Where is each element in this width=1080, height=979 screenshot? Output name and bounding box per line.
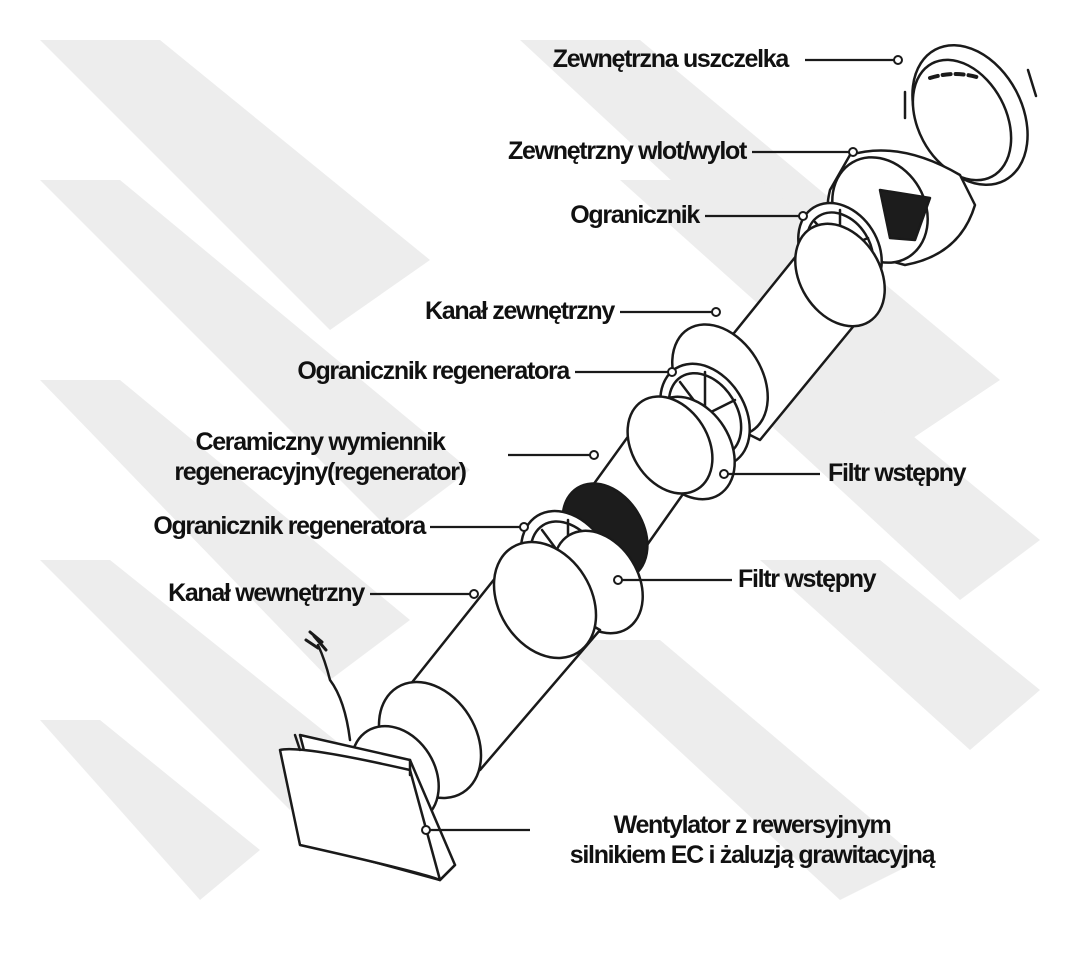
external-seal-part [903, 44, 1038, 186]
label-fan: Wentylator z rewersyjnym silnikiem EC i … [532, 810, 972, 870]
label-external-inlet-outlet: Zewnętrzny wlot/wylot [508, 137, 747, 165]
ceramic-regenerator-part [561, 395, 714, 582]
label-fan-line1: Wentylator z rewersyjnym [613, 811, 892, 839]
label-ceramic-exchanger: Ceramiczny wymiennik regeneracyjny(regen… [140, 427, 500, 487]
label-internal-duct: Kanał wewnętrzny [168, 579, 365, 607]
fan-housing-part [278, 724, 457, 882]
leader-dots [421, 55, 903, 835]
label-external-duct: Kanał zewnętrzny [425, 297, 615, 325]
label-regenerator-limiter-bottom: Ogranicznik regeneratora [153, 512, 426, 540]
label-ceramic-exchanger-line2: regeneracyjny(regenerator) [174, 458, 467, 486]
label-external-seal: Zewnętrzna uszczelka [552, 45, 790, 73]
label-prefilter-top: Filtr wstępny [828, 459, 967, 487]
leader-lines [370, 58, 895, 832]
label-limiter: Ogranicznik [570, 201, 700, 229]
label-prefilter-bottom: Filtr wstępny [738, 565, 877, 593]
label-ceramic-exchanger-line1: Ceramiczny wymiennik [195, 428, 445, 456]
power-cable-part [304, 630, 352, 742]
label-fan-line2: silnikiem EC i żaluzją grawitacyjną [569, 841, 936, 869]
label-regenerator-limiter-top: Ogranicznik regeneratora [297, 357, 570, 385]
